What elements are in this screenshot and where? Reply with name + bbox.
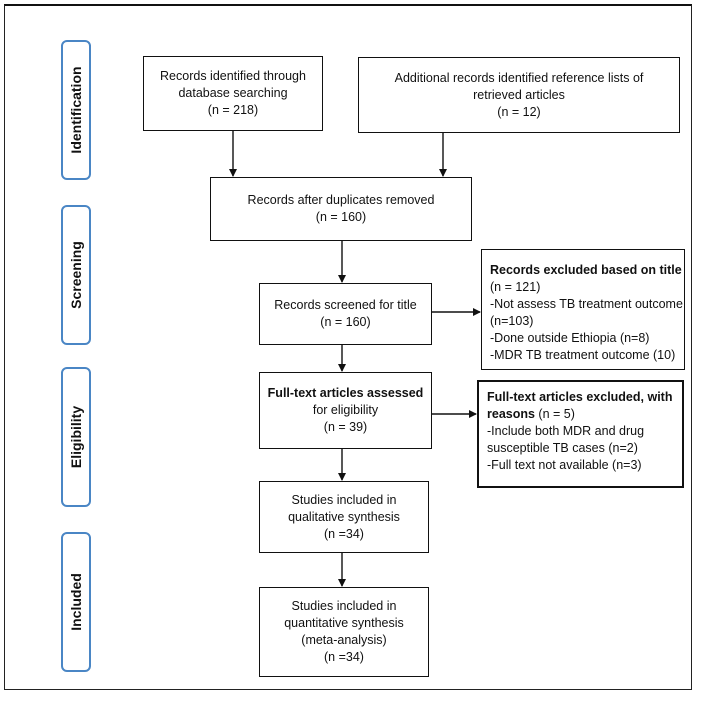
box-line: (n=103) (490, 314, 534, 328)
box-line: (n = 39) (323, 420, 368, 434)
box-line: -Not assess TB treatment outcome (490, 297, 683, 311)
box-line: quantitative synthesis (284, 616, 404, 630)
box-line: (n = 121) (490, 280, 541, 294)
box-line: Full-text articles assessed (267, 386, 424, 400)
box-line: (n = 160) (320, 315, 371, 329)
box-qualitative: Studies included in qualitative synthesi… (259, 481, 429, 553)
box-line: (meta-analysis) (301, 633, 387, 647)
box-line: Records identified through (160, 69, 306, 83)
diagram-frame (4, 4, 692, 690)
box-title-2: reasons (487, 407, 535, 421)
box-line: database searching (178, 86, 288, 100)
stage-identification: Identification (61, 40, 91, 180)
box-line: (n =34) (324, 526, 364, 541)
box-title: Full-text articles excluded, with (487, 390, 673, 404)
box-title: Records excluded based on title (490, 263, 682, 277)
box-line: Records after duplicates removed (247, 193, 435, 207)
box-after-duplicates: Records after duplicates removed (n = 16… (210, 177, 472, 241)
stage-eligibility: Eligibility (61, 367, 91, 507)
box-line: -MDR TB treatment outcome (10) (490, 348, 676, 362)
box-additional-records: Additional records identified reference … (358, 57, 680, 133)
box-line: Records screened for title (274, 298, 417, 312)
box-line: -Full text not available (n=3) (487, 458, 642, 472)
box-line: retrieved articles (473, 87, 565, 102)
box-line: (n = 160) (315, 210, 367, 224)
box-line: qualitative synthesis (288, 509, 400, 524)
box-database-records: Records identified through database sear… (143, 56, 323, 131)
stage-screening: Screening (61, 205, 91, 345)
box-line: Studies included in (291, 492, 397, 507)
stage-included: Included (61, 532, 91, 672)
box-line: (n =34) (324, 650, 364, 664)
box-line: -Done outside Ethiopia (n=8) (490, 331, 650, 345)
box-screened-title: Records screened for title (n = 160) (259, 283, 432, 345)
box-line: Studies included in (291, 599, 397, 613)
box-line: for eligibility (312, 403, 379, 417)
box-line: Additional records identified reference … (394, 70, 644, 85)
box-line: (n = 12) (497, 104, 541, 119)
box-excluded-fulltext: Full-text articles excluded, with reason… (477, 380, 684, 488)
box-quantitative: Studies included in quantitative synthes… (259, 587, 429, 677)
box-line: susceptible TB cases (n=2) (487, 441, 638, 455)
box-excluded-title: Records excluded based on title (n = 121… (481, 249, 685, 370)
box-line: (n = 218) (207, 103, 259, 117)
box-fulltext-assessed: Full-text articles assessed for eligibil… (259, 372, 432, 449)
box-line: (n = 5) (534, 407, 575, 421)
box-line: -Include both MDR and drug (487, 424, 645, 438)
